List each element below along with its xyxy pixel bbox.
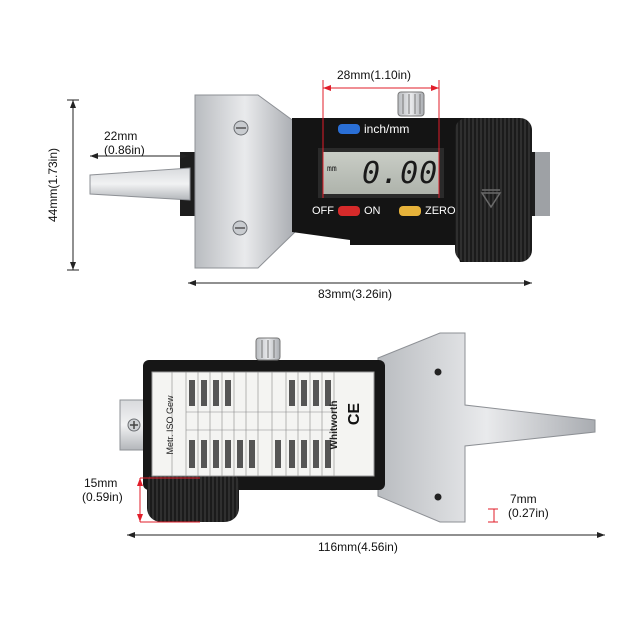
tip-offset-mm-label: 7mm — [510, 492, 537, 506]
arrowheads — [70, 100, 605, 538]
tip-offset-in-label: (0.27in) — [508, 506, 549, 520]
on-label: ON — [364, 205, 381, 217]
dimension-lines — [139, 80, 498, 523]
top-base-plate — [194, 94, 296, 269]
inch-mm-label: inch/mm — [364, 122, 410, 136]
display-value: 0.00 — [362, 156, 439, 191]
height-label: 44mm(1.73in) — [46, 147, 60, 223]
zero-label: ZERO — [425, 205, 456, 217]
wheel-offset-in-label: (0.59in) — [82, 490, 123, 504]
whitworth-label: Whitworth — [329, 400, 340, 450]
ce-mark: CE — [346, 402, 363, 426]
inch-mm-button[interactable] — [338, 124, 360, 134]
thumb-wheel[interactable] — [397, 91, 425, 117]
lcd-width-label: 28mm(1.10in) — [337, 68, 412, 82]
arrow-down-icon — [480, 192, 502, 209]
black-dimension-lines — [67, 99, 605, 536]
probe-length-mm-label: 22mm — [104, 129, 138, 143]
top-probe — [89, 167, 191, 201]
top-rail-end — [535, 152, 550, 216]
bottom-view — [119, 332, 596, 523]
power-button[interactable] — [338, 206, 360, 216]
lcd-screen — [323, 152, 439, 194]
top-length-label: 83mm(3.26in) — [318, 287, 393, 301]
bottom-length-label: 116mm(4.56in) — [318, 540, 398, 554]
probe-length-in-label: (0.86in) — [104, 143, 145, 157]
off-label: OFF — [312, 205, 334, 217]
thread-label-title: Metr. ISO Gew — [165, 395, 175, 455]
zero-button[interactable] — [399, 206, 421, 216]
thread-table-cells — [189, 380, 331, 468]
unit-indicator: mm — [327, 164, 337, 173]
top-view — [89, 91, 550, 269]
bottom-base-plate — [377, 332, 596, 523]
grip-ridges — [147, 470, 239, 522]
wheel-offset-mm-label: 15mm — [84, 476, 118, 490]
